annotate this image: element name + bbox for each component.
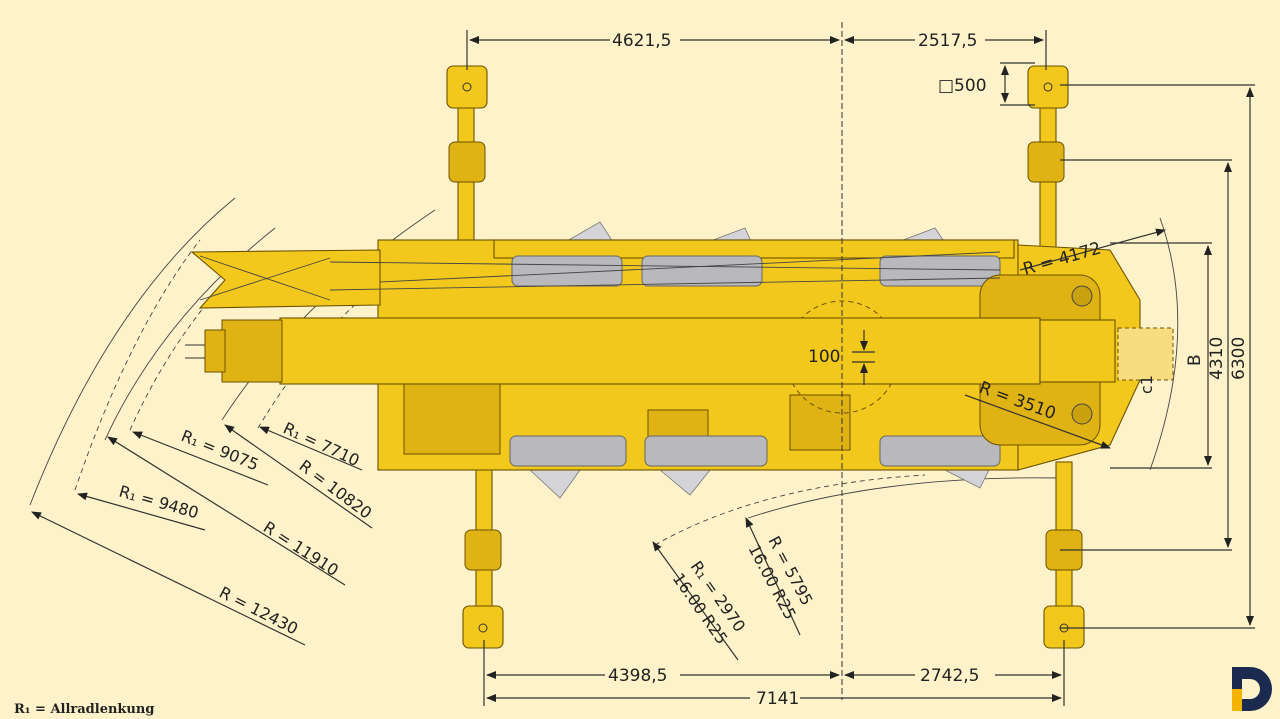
outrigger-rear-right <box>1043 461 1085 649</box>
outrigger-front-left <box>446 65 488 251</box>
dim-small-c: c1 <box>1137 375 1156 394</box>
dim-r-11910: R = 11910 <box>260 517 342 580</box>
dim-top-right: 2517,5 <box>918 31 977 51</box>
dim-bottom-left: 4398,5 <box>608 666 667 686</box>
telescopic-boom <box>185 317 1174 385</box>
dimension-lines <box>466 30 1255 706</box>
footnote-all-wheel-steering: R₁ = Allradlenkung <box>14 702 155 717</box>
dim-width-b: B <box>1185 354 1205 366</box>
dim-bottom-right: 2742,5 <box>920 666 979 686</box>
lattice-jib <box>190 249 1001 309</box>
brand-logo-icon <box>1232 667 1272 711</box>
dim-top-left: 4621,5 <box>612 31 671 51</box>
dim-width-4310: 4310 <box>1207 337 1227 380</box>
dim-pad: □500 <box>938 76 987 96</box>
dim-r-10820: R = 10820 <box>296 456 376 523</box>
radius-leader-lines <box>31 424 801 661</box>
dim-center-offset: 100 <box>808 347 840 367</box>
dim-bottom-total: 7141 <box>756 689 799 709</box>
outrigger-front-right <box>462 461 504 649</box>
tires-on-chassis <box>509 255 1001 467</box>
dim-r1-7710: R₁ = 7710 <box>280 418 362 470</box>
dim-r1-9075: R₁ = 9075 <box>179 426 262 474</box>
dim-r-12430: R = 12430 <box>216 583 301 639</box>
outrigger-rear-left <box>1027 65 1069 251</box>
dim-width-6300: 6300 <box>1229 337 1249 380</box>
